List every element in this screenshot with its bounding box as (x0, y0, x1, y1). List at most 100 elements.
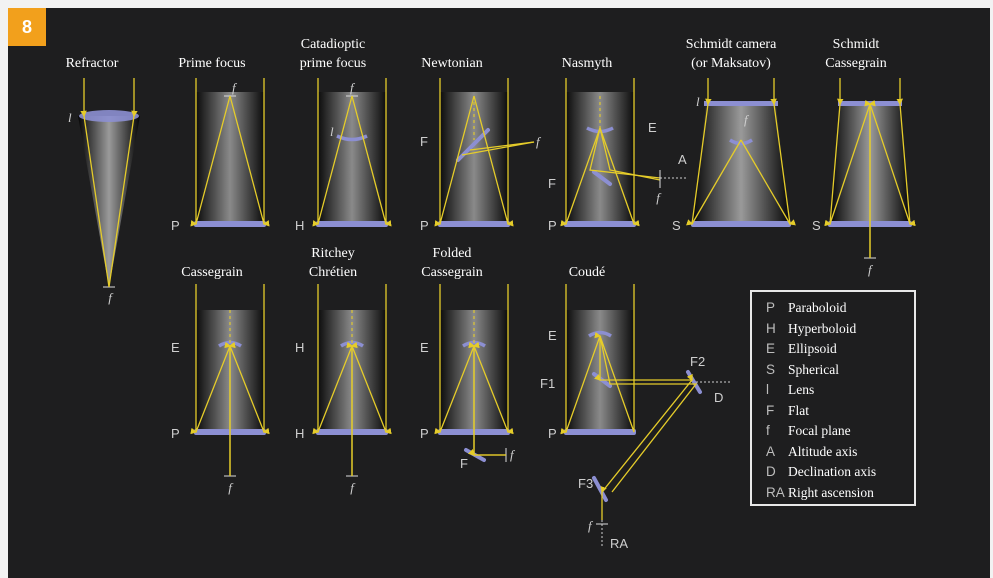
title-ritchey-line1: Ritchey (311, 246, 355, 261)
legend-text: Right ascension (788, 484, 874, 500)
title-catadioptric-line2: prime focus (299, 56, 367, 71)
curved-mirror (729, 138, 753, 146)
label-f: f (232, 80, 238, 95)
label-f: F (548, 176, 556, 191)
primary-mirror (691, 221, 791, 227)
label-f: f (588, 518, 594, 533)
label-f: f (108, 290, 114, 305)
light-ray (190, 78, 231, 227)
light-ray (108, 78, 138, 288)
label-f: F (460, 456, 468, 471)
light-ray (312, 78, 353, 227)
title-schmidt-cassegrain: Schmidt Cassegrain (825, 35, 886, 73)
figure-number-badge: 8 (8, 8, 46, 46)
label-h: H (295, 218, 304, 233)
light-ray (468, 284, 514, 456)
title-schmidt-camera-line1: Schmidt camera (685, 37, 777, 52)
light-rays (80, 78, 916, 548)
label-s: S (672, 218, 681, 233)
label-f: f (510, 447, 516, 462)
label-e: E (171, 340, 180, 355)
light-ray (469, 141, 535, 151)
primary-mirror (564, 221, 636, 227)
title-newtonian: Newtonian (421, 56, 483, 71)
light-ray (868, 78, 916, 258)
label-e: E (548, 328, 557, 343)
label-f: f (744, 112, 750, 127)
light-ray (599, 127, 661, 181)
telescope-tube (566, 92, 634, 224)
label-f: f (656, 190, 662, 205)
legend-text: Paraboloid (788, 300, 847, 315)
corrector-plate (704, 101, 778, 106)
light-ray (229, 78, 270, 227)
curved-mirror (586, 126, 614, 134)
title-coude: Coudé (568, 265, 606, 280)
label-p: P (420, 426, 429, 441)
legend-text: Focal plane (788, 423, 851, 438)
light-ray (473, 78, 514, 227)
label-ra: RA (610, 536, 628, 551)
title-schmidt-cassegrain-line1: Schmidt (832, 37, 880, 52)
light-ray (560, 78, 601, 227)
label-f: f (228, 480, 234, 495)
light-ray (434, 78, 475, 227)
telescope-tube (318, 92, 386, 224)
legend-symbol: l (766, 382, 769, 397)
title-folded-line2: Cassegrain (421, 265, 483, 280)
title-ritchey-line2: Chrétien (308, 265, 358, 280)
label-f: f (868, 262, 874, 277)
legend-text: Spherical (788, 361, 839, 377)
label-f: F (420, 134, 428, 149)
label-f3: F3 (578, 476, 593, 491)
title-schmidt-camera-line2: (or Maksatov) (691, 56, 771, 71)
light-ray (351, 78, 392, 227)
legend-symbol: H (766, 320, 776, 336)
legend-symbol: A (766, 443, 776, 459)
label-h: H (295, 426, 304, 441)
title-schmidt-cassegrain-line2: Cassegrain (825, 56, 887, 71)
primary-mirror (194, 221, 266, 227)
label-p: P (548, 218, 557, 233)
title-catadioptric: Catadioptic prime focus (300, 35, 366, 73)
legend-item: l Lens (766, 380, 914, 401)
label-l: l (696, 94, 700, 109)
light-ray (599, 284, 698, 493)
legend-symbol: E (766, 341, 776, 356)
legend-symbol: f (766, 423, 770, 438)
label-d: D (714, 390, 723, 405)
label-f1: F1 (540, 376, 555, 391)
primary-mirror (316, 221, 388, 227)
light-ray (686, 78, 742, 226)
legend-symbol: D (766, 464, 776, 479)
legend-item: S Spherical (766, 360, 914, 381)
legend-text: Lens (788, 382, 815, 397)
title-schmidt-camera: Schmidt camera (or Maksatov) (686, 35, 777, 73)
label-s: S (812, 218, 821, 233)
light-ray (740, 78, 796, 226)
light-ray (350, 284, 392, 476)
primary-mirror (438, 221, 510, 227)
primary-mirror (564, 429, 636, 435)
legend-symbol: F (766, 402, 775, 418)
label-p: P (171, 218, 180, 233)
legend-item: P Paraboloid (766, 298, 914, 319)
title-catadioptric-line1: Catadioptic (300, 37, 366, 52)
telescope-tube (78, 116, 140, 287)
legend-symbol: P (766, 300, 776, 315)
light-ray (461, 141, 535, 156)
legend-text: Ellipsoid (788, 341, 837, 356)
telescope-tube (440, 92, 508, 224)
title-ritchey: Ritchey Chrétien (309, 244, 357, 282)
legend-symbol: S (766, 361, 776, 377)
label-f: f (350, 480, 356, 495)
mirror (592, 170, 612, 186)
title-folded-line1: Folded (432, 246, 472, 261)
